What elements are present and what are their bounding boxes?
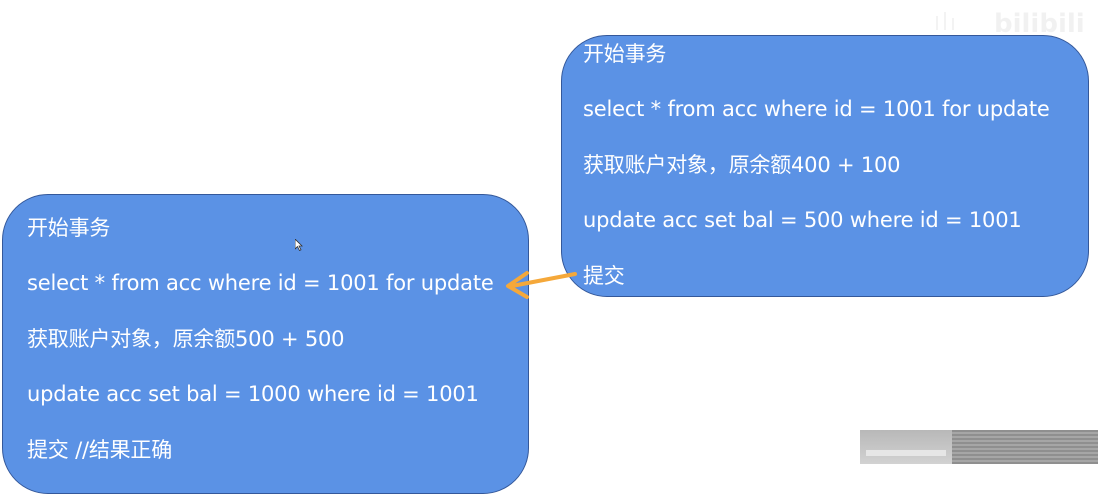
- select-for-update-text: select * from acc where id = 1001 for up…: [583, 97, 1050, 121]
- get-account-text: 获取账户对象，原余额400 + 100: [583, 153, 901, 177]
- mouse-cursor-icon: [295, 239, 303, 251]
- transaction-a-card: 开始事务 select * from acc where id = 1001 f…: [2, 194, 529, 494]
- begin-transaction-text: 开始事务: [27, 216, 111, 240]
- select-for-update-text: select * from acc where id = 1001 for up…: [27, 271, 494, 295]
- transaction-b-card: 开始事务 select * from acc where id = 1001 f…: [561, 35, 1089, 297]
- bilibili-watermark-logo: bilibili: [936, 9, 1085, 39]
- update-balance-text: update acc set bal = 500 where id = 1001: [583, 208, 1022, 232]
- webcam-thumbnail: [860, 430, 1098, 464]
- commit-text: 提交: [583, 264, 625, 288]
- update-balance-text: update acc set bal = 1000 where id = 100…: [27, 382, 479, 406]
- commit-result-text: 提交 //结果正确: [27, 438, 173, 462]
- svg-text:bilibili: bilibili: [994, 9, 1085, 39]
- get-account-text: 获取账户对象，原余额500 + 500: [27, 327, 345, 351]
- begin-transaction-text: 开始事务: [583, 42, 667, 66]
